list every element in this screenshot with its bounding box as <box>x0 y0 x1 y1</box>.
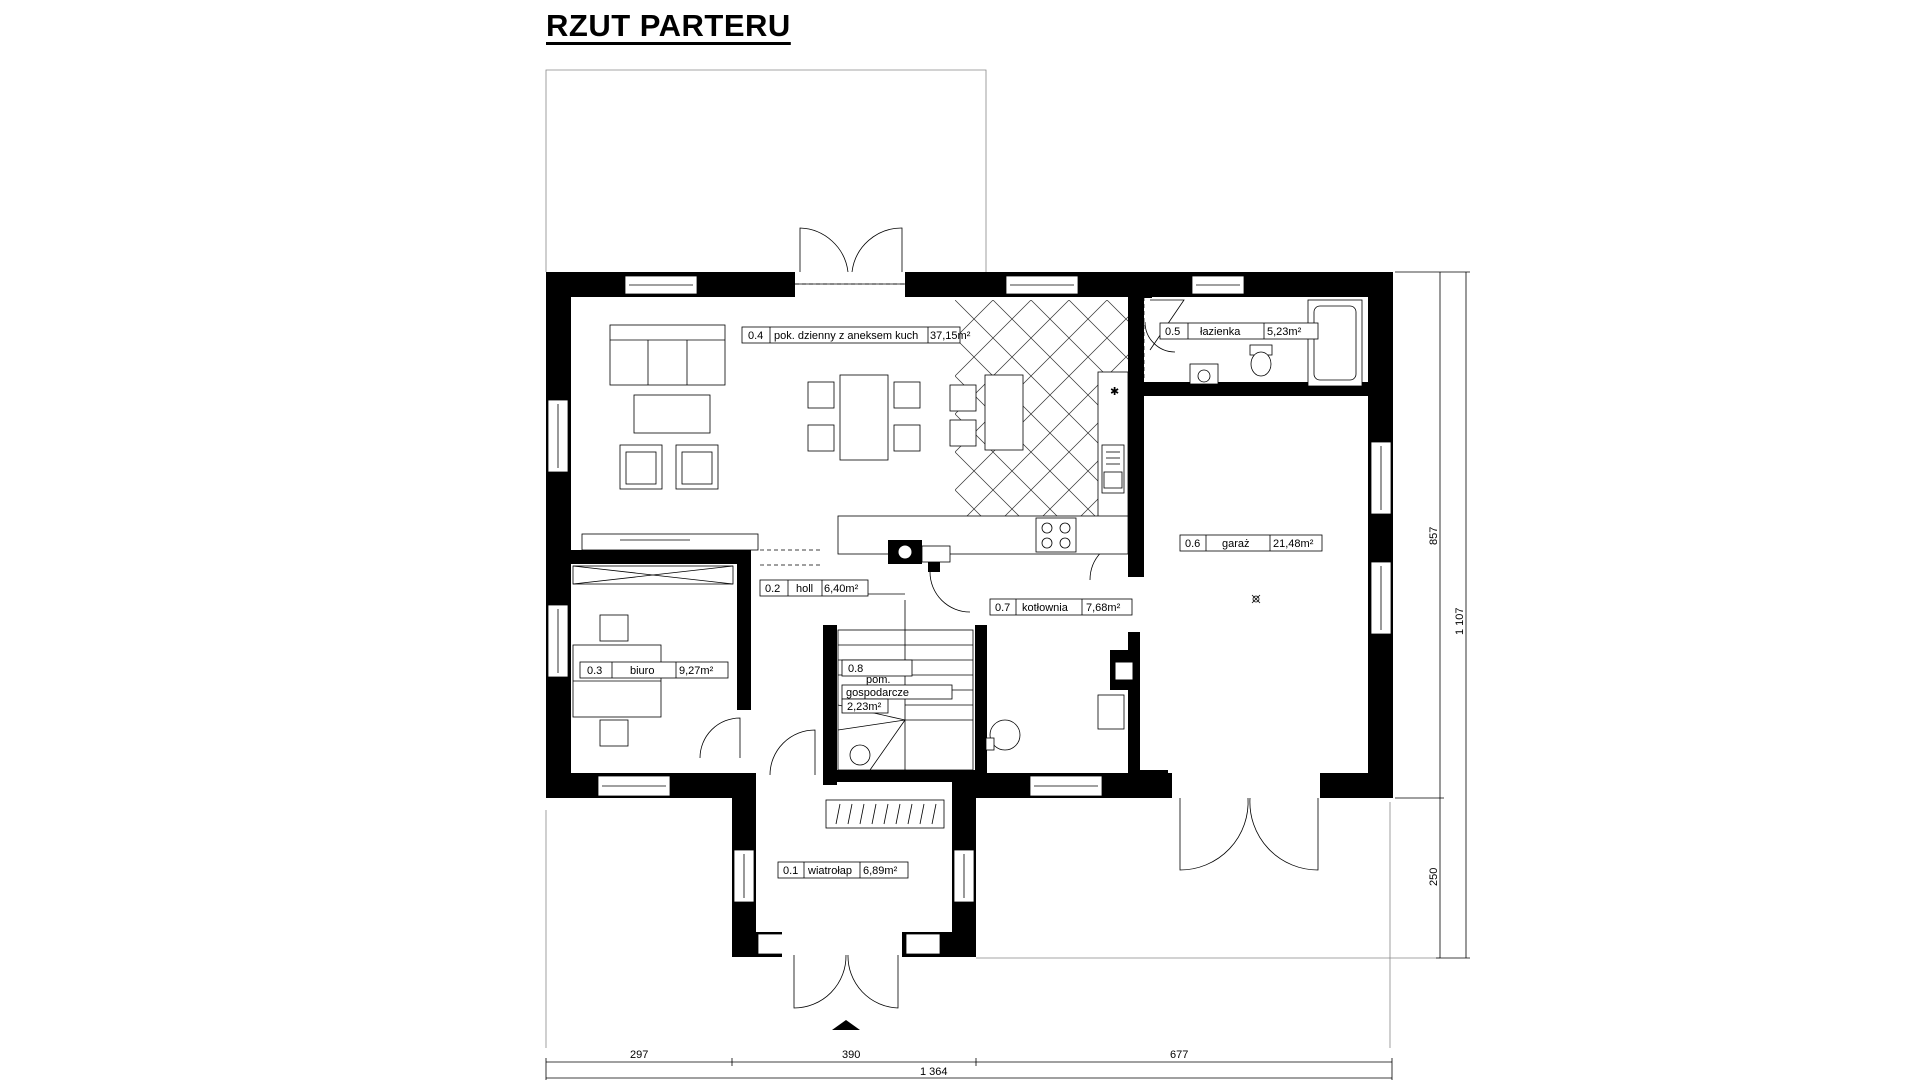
svg-text:0.1: 0.1 <box>783 865 798 877</box>
svg-text:37,15m²: 37,15m² <box>930 330 971 342</box>
fireplace-icon <box>888 540 951 564</box>
boiler-icon <box>1097 650 1138 730</box>
windows <box>547 275 1392 955</box>
svg-text:21,48m²: 21,48m² <box>1273 538 1314 550</box>
ceiling-light-icon: ✱ <box>1110 386 1119 398</box>
svg-text:wiatrołap: wiatrołap <box>807 865 852 877</box>
svg-text:7,68m²: 7,68m² <box>1086 602 1121 614</box>
entrance-arrow-icon <box>832 1020 860 1030</box>
room-label-0.6: 0.6 garaż 21,48m² <box>1179 534 1323 552</box>
boiler-room-sink <box>985 719 1021 751</box>
svg-text:0.6: 0.6 <box>1185 538 1200 550</box>
dim-1107: 1 107 <box>1454 607 1466 635</box>
dining-table <box>807 374 921 461</box>
office-desks <box>572 565 734 747</box>
sofa <box>609 324 726 386</box>
room-label-0.2: 0.2 holl 6,40m² <box>759 579 869 597</box>
tv-cabinet <box>581 533 759 551</box>
room-label-0.8: 0.8 pom. gospodarcze 2,23m² <box>841 659 953 714</box>
svg-text:9,27m²: 9,27m² <box>679 665 714 677</box>
svg-text:0.5: 0.5 <box>1165 326 1180 338</box>
garage-light-icon <box>1251 594 1261 604</box>
svg-text:garaż: garaż <box>1222 538 1250 550</box>
room-label-0.3: 0.3 biuro 9,27m² <box>579 661 729 679</box>
armchair-left <box>619 444 663 490</box>
svg-text:6,40m²: 6,40m² <box>824 583 859 595</box>
dim-857: 857 <box>1428 527 1440 545</box>
toilet-icon <box>1249 344 1273 377</box>
interior-walls <box>571 290 1380 798</box>
terrace-outline <box>545 69 987 272</box>
bathtub-icon <box>1307 299 1363 387</box>
svg-text:biuro: biuro <box>630 665 654 677</box>
dim-1364: 1 364 <box>920 1066 948 1078</box>
dimension-bottom: 297 390 677 1 364 <box>545 1049 1393 1080</box>
svg-text:łazienka: łazienka <box>1200 326 1241 338</box>
svg-text:pok. dzienny z aneksem kuch: pok. dzienny z aneksem kuch <box>774 330 918 342</box>
staircase <box>837 593 974 771</box>
doors <box>699 227 1320 1009</box>
dashed-openings <box>760 283 1145 566</box>
svg-text:pom.: pom. <box>866 674 890 686</box>
shoe-cabinet <box>825 799 945 829</box>
room-label-0.4: 0.4 pok. dzienny z aneksem kuch 37,15m² <box>741 326 971 344</box>
dim-250: 250 <box>1428 868 1440 886</box>
svg-text:6,89m²: 6,89m² <box>863 865 898 877</box>
svg-text:0.8: 0.8 <box>848 663 863 675</box>
svg-text:0.3: 0.3 <box>587 665 602 677</box>
dim-390: 390 <box>842 1049 860 1061</box>
kitchen-island <box>949 374 1024 451</box>
room-label-0.5: 0.5 łazienka 5,23m² <box>1159 322 1319 340</box>
stove-icon <box>1035 517 1077 553</box>
dimension-right: 857 250 1 107 <box>1395 271 1470 959</box>
svg-text:5,23m²: 5,23m² <box>1267 326 1302 338</box>
dim-297: 297 <box>630 1049 648 1061</box>
svg-text:gospodarcze: gospodarcze <box>846 687 909 699</box>
dim-677: 677 <box>1170 1049 1188 1061</box>
svg-text:kotłownia: kotłownia <box>1022 602 1069 614</box>
svg-text:0.7: 0.7 <box>995 602 1010 614</box>
plan-title: RZUT PARTERU <box>546 8 791 43</box>
room-label-0.7: 0.7 kotłownia 7,68m² <box>989 598 1133 616</box>
svg-text:holl: holl <box>796 583 813 595</box>
svg-text:0.4: 0.4 <box>748 330 763 342</box>
coffee-table <box>633 394 711 434</box>
room-label-0.1: 0.1 wiatrołap 6,89m² <box>777 861 909 879</box>
armchair-right <box>675 444 719 490</box>
kitchen-counter <box>837 371 1129 555</box>
window-vestibule-bottom-2 <box>905 933 941 955</box>
svg-text:2,23m²: 2,23m² <box>847 701 882 713</box>
washbasin-icon <box>1189 363 1219 385</box>
svg-text:0.2: 0.2 <box>765 583 780 595</box>
yard-outline <box>545 802 1440 1048</box>
